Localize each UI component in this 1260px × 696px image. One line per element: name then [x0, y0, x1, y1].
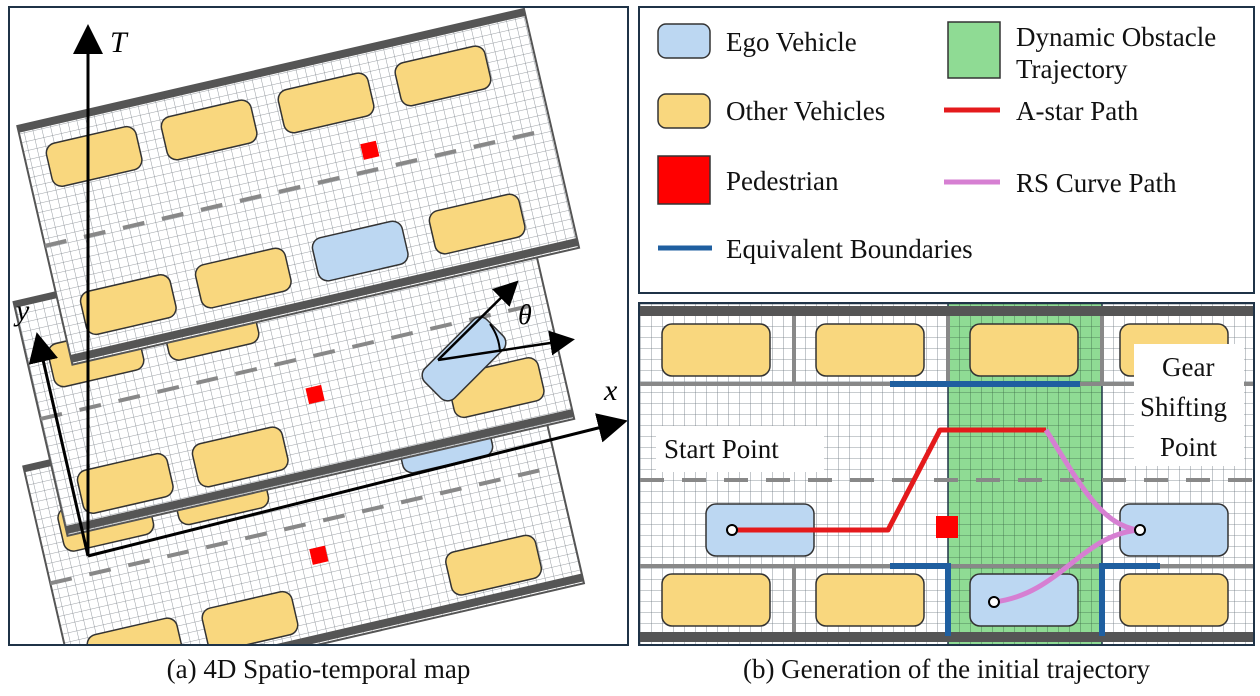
other-vehicles-swatch [657, 93, 711, 129]
other-vehicle [815, 573, 925, 627]
pedestrian-marker [305, 384, 325, 405]
start-point-marker [726, 524, 738, 536]
panel-a-canvas: θ T y x [12, 7, 628, 696]
legend-box: Ego Vehicle Other Vehicles Pedestrian Eq… [638, 6, 1255, 294]
legend-dynamic-obstacle-line1: Dynamic Obstacle [1016, 22, 1216, 52]
y-axis [28, 332, 90, 557]
panel-b-canvas: Start Point Gear Shifting Point [640, 304, 1253, 644]
gear-shift-point-marker [1134, 524, 1146, 536]
other-vehicle [815, 323, 925, 377]
legend-pedestrian: Pedestrian [726, 166, 839, 196]
ego-vehicle-rotated [421, 280, 575, 402]
rs-curve-path-reverse [993, 527, 1139, 605]
goal-point-marker [988, 596, 1000, 608]
start-point-label: Start Point [664, 434, 779, 464]
legend-canvas: Ego Vehicle Other Vehicles Pedestrian Eq… [657, 21, 1216, 264]
legend-astar-path: A-star Path [1016, 96, 1139, 126]
gear-label-line2: Shifting [1140, 392, 1227, 422]
pedestrian-marker [360, 140, 380, 160]
other-vehicle [394, 45, 492, 107]
other-vehicle [445, 534, 543, 596]
ego-vehicle-gear-shift [1119, 503, 1229, 557]
theta-label: θ [518, 300, 532, 331]
other-vehicle [194, 247, 292, 309]
other-vehicle [160, 99, 258, 161]
pedestrian-marker [309, 545, 329, 565]
other-vehicle [1119, 573, 1229, 627]
other-vehicle [277, 72, 375, 134]
ego-vehicle [311, 220, 409, 282]
panel-b-initial-trajectory: Start Point Gear Shifting Point [638, 302, 1255, 646]
rs-curve-path [1043, 428, 1139, 533]
ego-vehicle-swatch [657, 23, 711, 59]
other-vehicle [191, 426, 289, 488]
other-vehicle [201, 590, 299, 652]
caption-b: (b) Generation of the initial trajectory [742, 654, 1151, 684]
other-vehicle [428, 193, 526, 255]
other-vehicle [661, 323, 771, 377]
gear-label-line1: Gear [1162, 352, 1214, 382]
x-axis-label: x [603, 374, 618, 407]
other-vehicle [76, 452, 174, 515]
dynamic-obstacle-swatch [947, 21, 1001, 79]
other-vehicle [969, 323, 1079, 377]
y-axis-label: y [13, 294, 30, 327]
t-axis-label: T [110, 26, 129, 59]
other-vehicle [661, 573, 771, 627]
pedestrian-swatch [657, 155, 711, 205]
gear-label-line3: Point [1160, 432, 1218, 462]
legend-dynamic-obstacle-line2: Trajectory [1016, 54, 1128, 84]
legend-ego-vehicle: Ego Vehicle [726, 27, 857, 57]
map-layer-top [16, 7, 581, 366]
legend-equivalent-boundaries: Equivalent Boundaries [726, 234, 973, 264]
pedestrian-marker [936, 516, 958, 538]
legend-rs-curve-path: RS Curve Path [1016, 168, 1177, 198]
ego-vehicle-goal [969, 573, 1079, 627]
caption-a: (a) 4D Spatio-temporal map [166, 654, 471, 684]
equivalent-boundaries [890, 381, 1160, 636]
legend-other-vehicles: Other Vehicles [726, 96, 885, 126]
x-axis [87, 413, 628, 558]
astar-path [732, 427, 1046, 533]
panel-a-spatiotemporal-map: θ T y x [8, 6, 629, 696]
other-vehicle [79, 274, 177, 336]
